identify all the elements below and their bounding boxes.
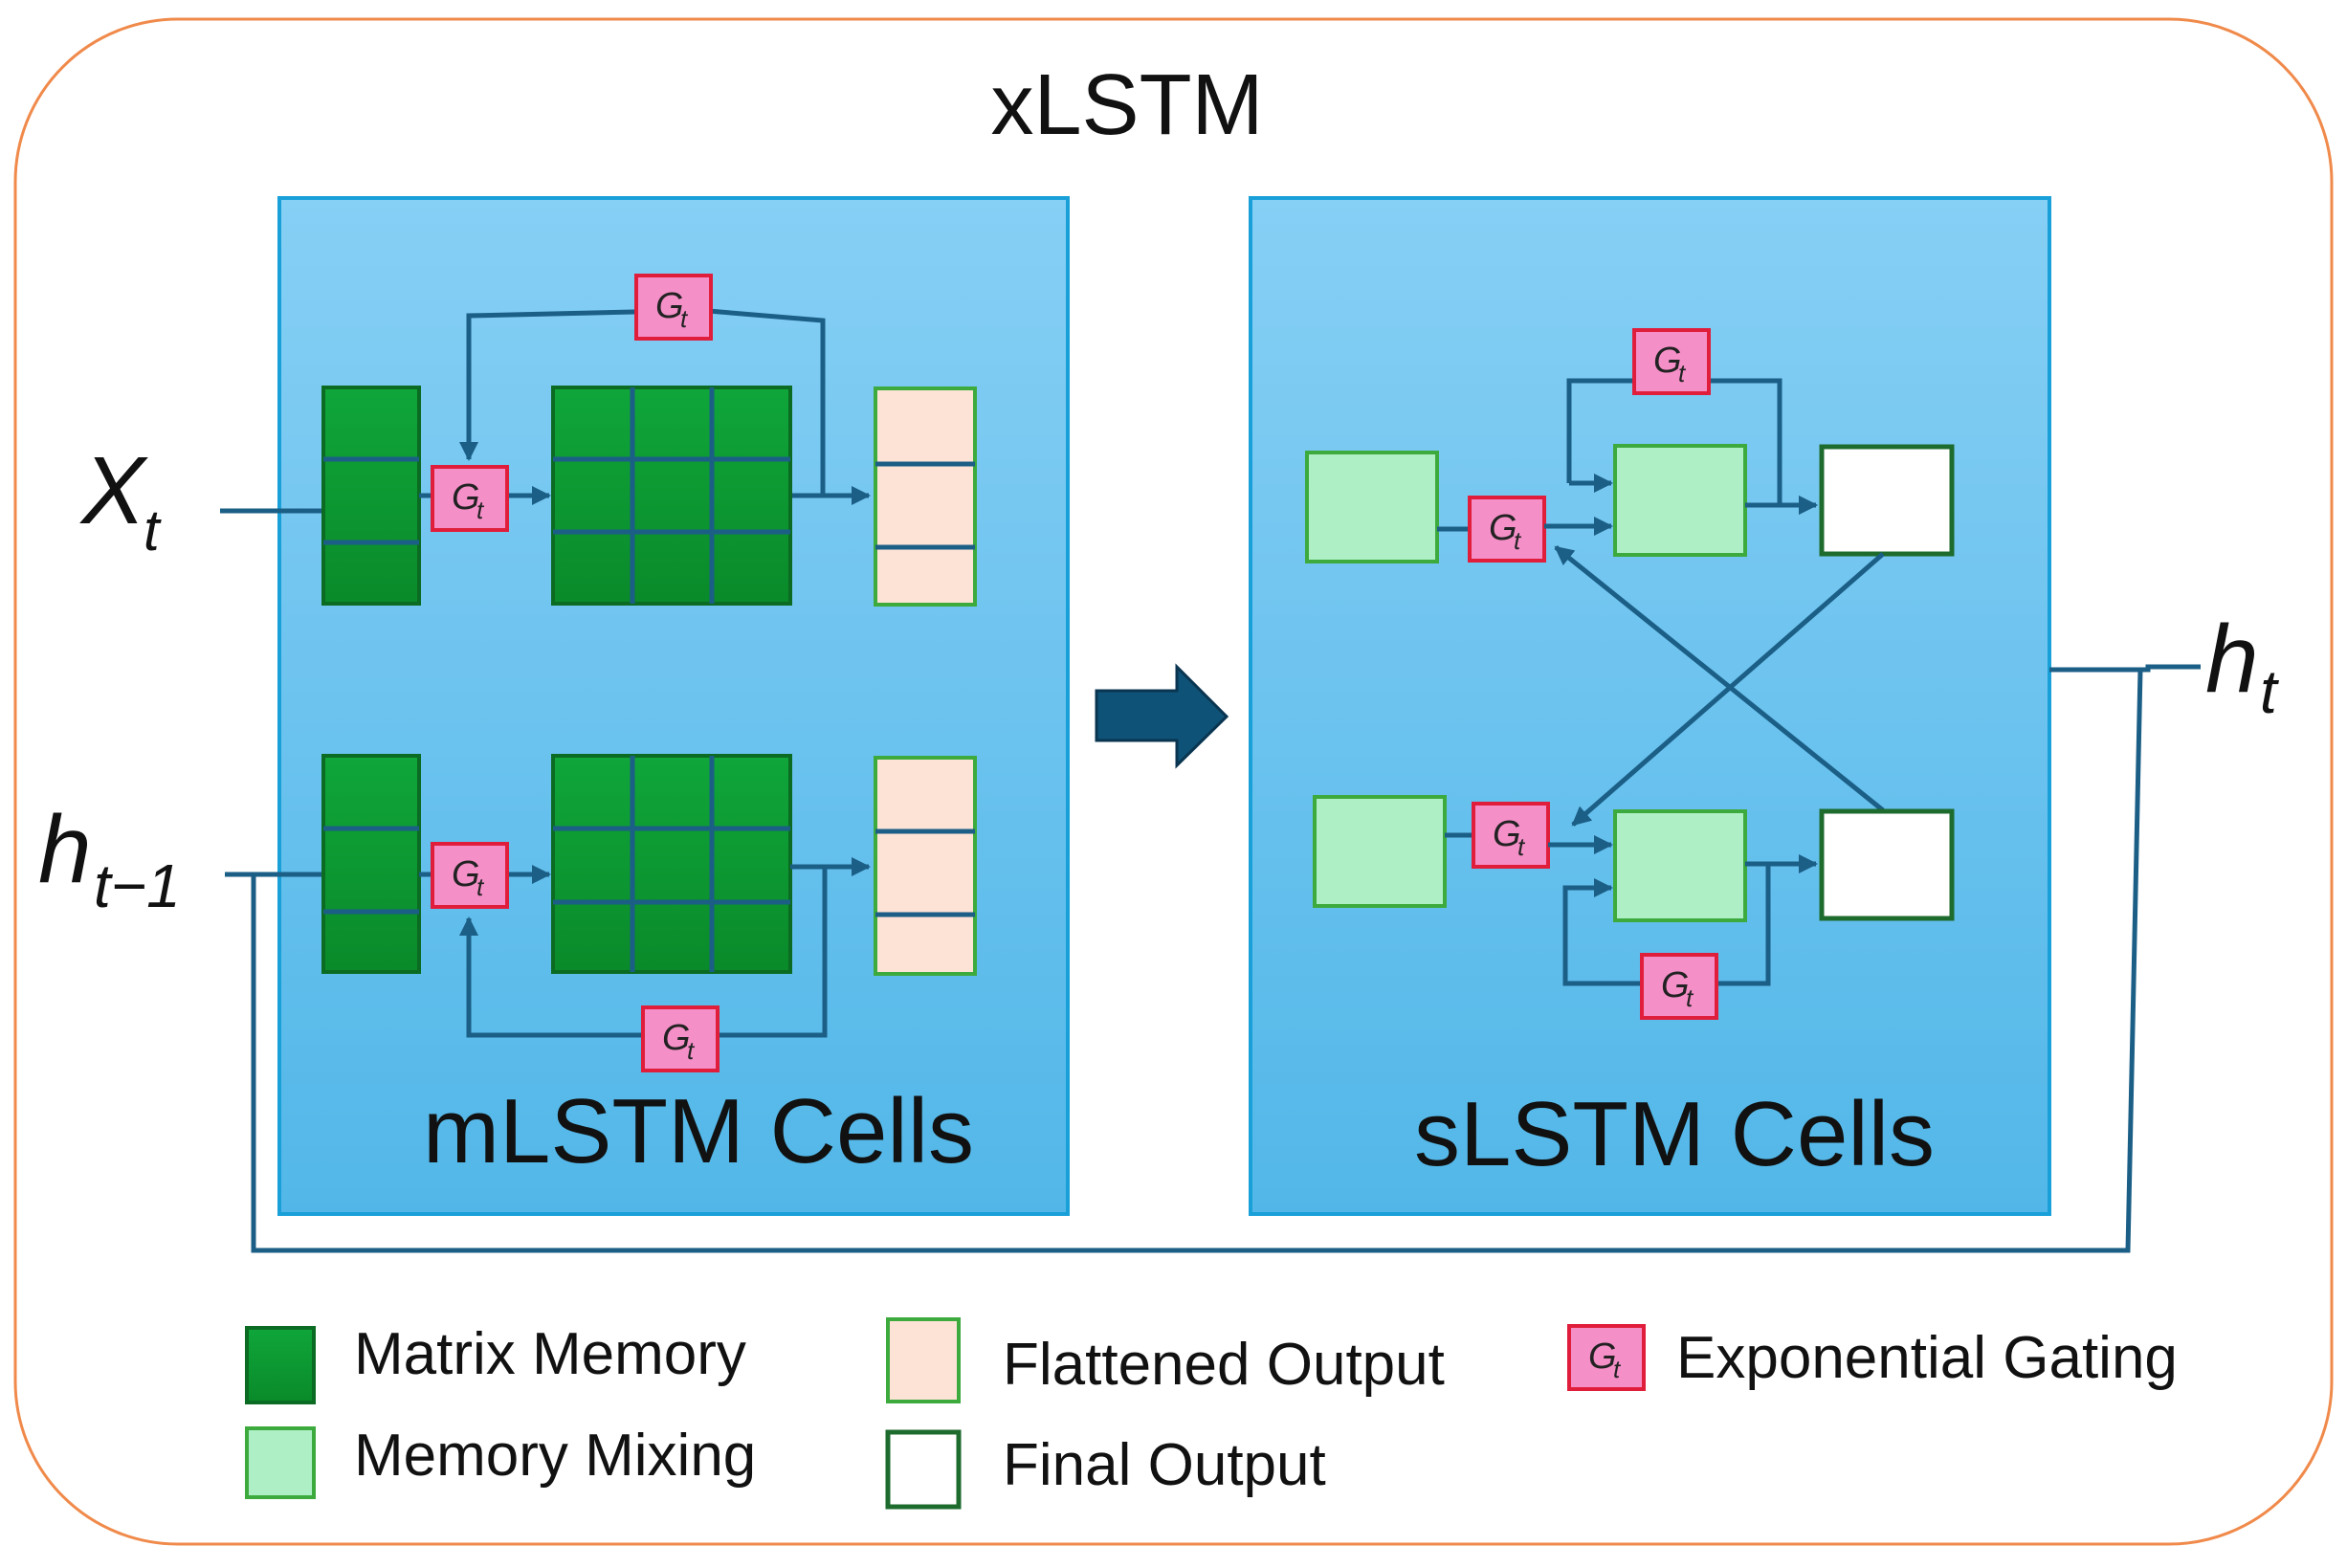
x-t-label: X t — [79, 437, 162, 563]
mlstm-top-row — [321, 274, 977, 607]
svg-text:t−1: t−1 — [94, 851, 181, 920]
svg-text:t: t — [2260, 657, 2279, 726]
gate-icon — [431, 842, 509, 909]
legend-gate-icon — [1567, 1324, 1646, 1391]
flow-arrow-icon — [1095, 663, 1229, 769]
slstm-label: sLSTM Cells — [1414, 1083, 1935, 1185]
gate-icon — [634, 274, 713, 341]
final-output-box — [1819, 808, 1955, 921]
final-output-box — [1819, 444, 1955, 557]
memory-mixing-input — [1313, 795, 1447, 908]
svg-text:h: h — [38, 796, 92, 903]
feedback-loop-line — [2049, 664, 2201, 673]
svg-text:h: h — [2205, 606, 2259, 713]
cross-connection-line — [1554, 545, 1885, 812]
slstm-top-row — [1305, 328, 1955, 563]
cross-connection-line — [1571, 552, 1885, 827]
legend-exponential-gating-label: Exponential Gating — [1676, 1325, 2178, 1391]
flattened-output-vector — [874, 386, 977, 607]
legend-memory-mixing-label: Memory Mixing — [354, 1423, 756, 1489]
gate-icon — [1640, 953, 1718, 1020]
legend-memory-mixing-swatch — [245, 1426, 316, 1499]
legend: Matrix Memory Memory Mixing Flattened Ou… — [245, 1317, 2178, 1510]
mlstm-bottom-row — [321, 754, 977, 1072]
gate-icon — [641, 1005, 720, 1072]
memory-mixing-input — [1305, 451, 1439, 563]
legend-flattened-output-label: Flattened Output — [1003, 1332, 1445, 1398]
gate-icon — [1632, 328, 1711, 395]
matrix-memory-vector — [321, 386, 421, 606]
gate-icon — [1472, 802, 1550, 869]
gate-icon — [1468, 496, 1546, 563]
legend-final-output-swatch — [885, 1429, 962, 1510]
legend-final-output-label: Final Output — [1003, 1432, 1326, 1498]
mlstm-label: mLSTM Cells — [423, 1080, 974, 1182]
matrix-memory-vector — [321, 754, 421, 974]
memory-mixing-state — [1613, 444, 1747, 557]
legend-flattened-output-swatch — [886, 1317, 961, 1403]
legend-matrix-memory-swatch — [245, 1326, 316, 1404]
legend-matrix-memory-label: Matrix Memory — [354, 1321, 746, 1387]
h-t-minus-1-label: h t−1 — [38, 796, 181, 920]
slstm-bottom-row — [1313, 795, 1955, 1020]
svg-text:t: t — [144, 498, 162, 563]
h-t-label: h t — [2205, 606, 2279, 726]
flattened-output-vector — [874, 756, 977, 976]
svg-text:X: X — [79, 437, 148, 544]
memory-mixing-state — [1613, 809, 1747, 922]
diagram-title: xLSTM — [990, 57, 1263, 153]
matrix-memory-grid — [551, 386, 792, 606]
gate-icon — [431, 465, 509, 532]
matrix-memory-grid — [551, 754, 792, 974]
